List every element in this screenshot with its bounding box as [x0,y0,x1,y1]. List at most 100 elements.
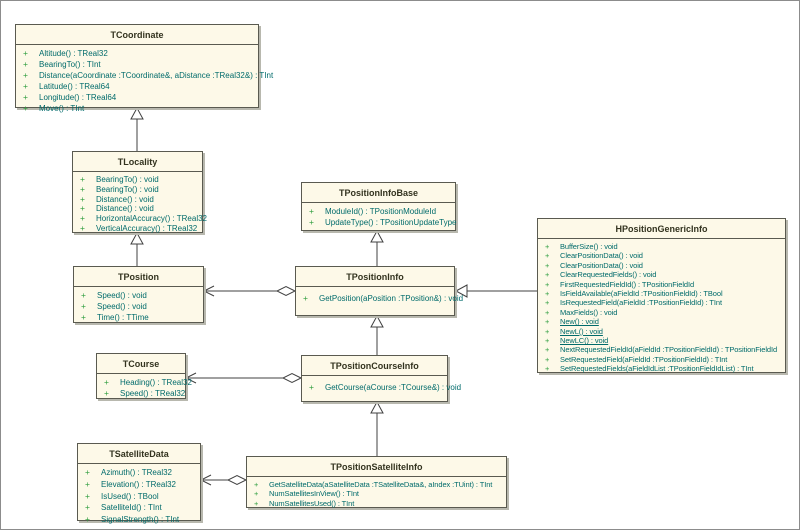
method-row: +Speed() : void [76,290,201,301]
class-title: TPositionCourseInfo [302,356,447,376]
visibility-public-marker: + [85,467,90,477]
method-signature: Distance(aCoordinate :TCoordinate&, aDis… [39,71,274,80]
method-row: + Distance() : void [75,204,200,214]
method-signature: FirstRequestedFieldId() : TPositionField… [560,279,695,289]
method-row: +GetSatelliteData(aSatelliteData :TSatel… [249,480,504,489]
class-methods: +Heading() : TReal32+Speed() : TReal32 [97,374,192,400]
visibility-public-marker: + [545,260,550,270]
visibility-public-marker: + [545,251,550,261]
method-signature: Time() : TTime [97,313,149,322]
class-title: HPositionGenericInfo [538,219,785,239]
method-signature: SetRequestedFields(aFieldIdList :TPositi… [560,364,754,374]
method-row: +Heading() : TReal32 [99,377,192,388]
visibility-public-marker: + [545,298,550,308]
aggregation-tpositioninfo-to-tposition[interactable] [202,285,297,297]
method-row: +BearingTo() : TInt [18,59,256,70]
method-signature: Altitude() : TReal32 [39,49,108,58]
method-signature: NewLC() : void [560,336,609,346]
method-row: +HorizontalAccuracy() : TReal32 [75,213,207,224]
generalization-tposition-to-tlocality[interactable] [130,231,144,266]
visibility-public-marker: + [254,498,259,508]
visibility-public-marker: + [545,326,550,336]
method-row: +Distance() : void [75,193,200,205]
method-row: + New() : void [540,317,783,326]
method-signature: New() : void [560,317,599,327]
class-tpositioninfobase[interactable]: TPositionInfoBase +ModuleId() : TPositio… [301,182,456,231]
visibility-public-marker: + [23,103,28,113]
method-row: + NumSatellitesUsed() : TInt [249,499,504,508]
method-signature: Latitude() : TReal64 [39,82,110,91]
method-row: +Time() : TTime [76,312,201,323]
method-row: +IsUsed() : TBool [80,491,198,503]
method-signature: BufferSize() : void [560,242,618,251]
method-signature: NumSatellitesUsed() : TInt [269,498,355,508]
method-row: +MaxFields() : void [540,308,783,317]
visibility-public-marker: + [80,203,85,214]
visibility-public-marker: + [23,70,28,80]
method-row: +SetRequestedField(aFieldId :TPositionFi… [540,355,783,364]
visibility-public-marker: + [23,92,28,102]
visibility-public-marker: + [23,48,28,58]
visibility-public-marker: + [309,382,314,392]
generalization-tpositionsatelliteinfo-to-tpositioncourseinfo[interactable] [370,400,384,456]
method-row: +GetCourse(aCourse :TCourse&) : void [304,382,461,393]
visibility-public-marker: + [545,270,550,280]
method-signature: Heading() : TReal32 [120,378,192,387]
class-methods: +GetCourse(aCourse :TCourse&) : void [302,376,461,401]
class-tpositionsatelliteinfo[interactable]: TPositionSatelliteInfo +GetSatelliteData… [246,456,507,508]
method-row: + Distance(aCoordinate :TCoordinate&, aDi… [18,70,273,81]
method-row: +NumSatellitesInView() : TInt [249,489,504,498]
class-title: TCourse [97,354,185,374]
method-signature: SatelliteId() : TInt [101,503,162,513]
visibility-public-marker: + [545,345,550,355]
method-signature: VerticalAccuracy() : TReal32 [96,223,198,233]
class-tsatellitedata[interactable]: TSatelliteData +Azimuth() : TReal32+Elev… [77,443,201,524]
method-row: +SatelliteId() : TInt [80,502,198,514]
visibility-public-marker: + [80,193,85,204]
aggregation-tpositioncourseinfo-to-tcourse[interactable] [184,372,303,384]
visibility-public-marker: + [545,307,550,317]
visibility-public-marker: + [80,222,85,233]
class-hpositiongenericinfo[interactable]: HPositionGenericInfo + BufferSize() : voi… [537,218,786,373]
class-title: TPosition [74,267,203,287]
method-signature: BearingTo() : void [96,175,159,184]
generalization-tpositioncourseinfo-to-tpositioninfo[interactable] [370,314,384,355]
method-signature: IsRequestedField(aFieldId :TPositionFiel… [560,298,722,308]
visibility-public-marker: + [545,242,550,251]
method-row: +ModuleId() : TPositionModuleId [304,206,453,217]
method-row: +NewL() : void [540,327,783,336]
method-signature: HorizontalAccuracy() : TReal32 [96,214,208,224]
visibility-public-marker: + [81,290,86,300]
visibility-public-marker: + [23,81,28,91]
method-signature: SignalStrength() : TInt [101,515,180,525]
visibility-public-marker: + [254,480,259,489]
visibility-public-marker: + [303,293,308,303]
method-row: +BearingTo() : void [75,184,200,195]
generalization-hpositiongenericinfo-to-tpositioninfo[interactable] [454,284,537,298]
method-row: +Speed() : TReal32 [99,388,185,399]
method-signature: Speed() : void [97,302,147,311]
method-signature: GetPosition(aPosition :TPosition&) : voi… [319,294,464,303]
method-row: +Elevation() : TReal32 [80,479,198,491]
method-row: +Longitude() : TReal64 [18,92,256,103]
class-tposition[interactable]: TPosition +Speed() : void+Speed() : void… [73,266,204,323]
class-tcoordinate[interactable]: TCoordinate + Altitude() : TReal32+Bearin… [15,24,273,113]
class-title: TCoordinate [16,25,258,45]
aggregation-tpositionsatelliteinfo-to-tsatellitedata[interactable] [199,474,248,486]
visibility-public-marker: + [545,364,550,374]
visibility-public-marker: + [545,317,550,327]
visibility-public-marker: + [309,217,314,227]
method-signature: Distance() : void [96,204,154,214]
class-tlocality[interactable]: TLocality +BearingTo() : void+BearingTo(… [72,151,207,233]
class-methods: +ModuleId() : TPositionModuleId+UpdateTy… [302,203,456,230]
generalization-tpositioninfo-to-tpositioninfobase[interactable] [370,229,384,266]
class-methods: +GetSatelliteData(aSatelliteData :TSatel… [247,477,506,509]
class-tpositioninfo[interactable]: TPositionInfo +GetPosition(aPosition :TP… [295,266,463,316]
class-tcourse[interactable]: TCourse +Heading() : TReal32+Speed() : T… [96,353,192,400]
method-row: +ClearPositionData() : void [540,261,783,270]
method-row: +Azimuth() : TReal32 [80,467,198,479]
class-tpositioncourseinfo[interactable]: TPositionCourseInfo +GetCourse(aCourse :… [301,355,461,402]
method-row: +IsFieldAvailable(aFieldId :TPositionFie… [540,289,783,298]
visibility-public-marker: + [545,354,550,364]
